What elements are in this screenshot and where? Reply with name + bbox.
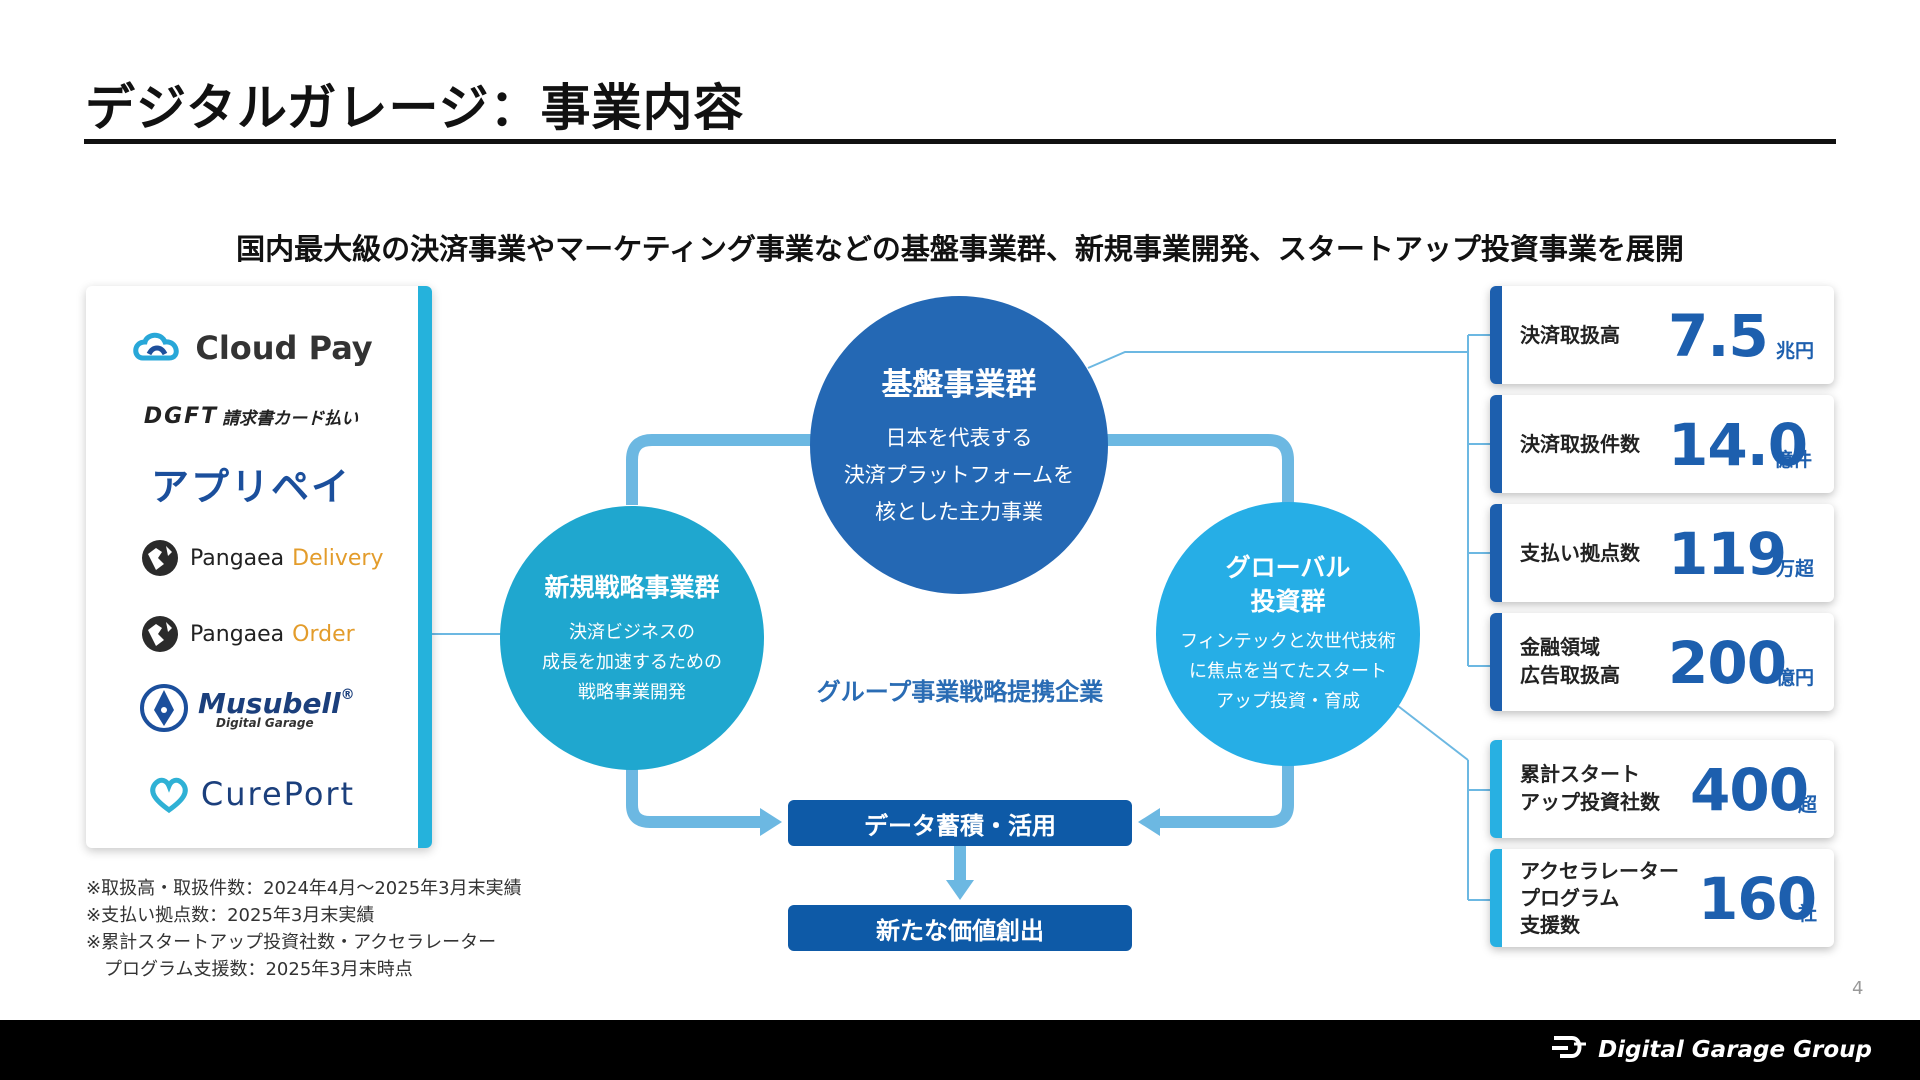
arrow-to-data-right (1138, 808, 1160, 836)
arrow-to-value (946, 880, 974, 900)
stat-label: 金融領域 (1520, 635, 1600, 659)
stat-card-accent (1490, 504, 1502, 602)
appripay-wordmark: アプリペイ (150, 465, 351, 509)
footer-logo: Digital Garage Group (1550, 1034, 1872, 1066)
brand-panel-stripe (418, 286, 432, 848)
stat-card-startup-investments: 累計スタート アップ投資社数 400 超 (1490, 740, 1834, 838)
stat-label: 決済取扱高 (1520, 323, 1620, 347)
stat-label: 決済取扱件数 (1520, 432, 1640, 456)
stat-unit: 億件 (1774, 449, 1813, 471)
stat-label: 支払い拠点数 (1520, 541, 1640, 565)
page-number: 4 (1852, 978, 1864, 999)
brand-dgft: DGFT 請求書カード払い (86, 404, 416, 429)
brand-cloudpay: Cloud Pay (86, 328, 416, 368)
stat-card-payment-locations: 支払い拠点数 119 万超 (1490, 504, 1834, 602)
new-strategy-line: 戦略事業開発 (578, 682, 686, 703)
digital-garage-mark-icon (1550, 1034, 1588, 1066)
arrow-to-data-left (760, 808, 782, 836)
stat-unit: 万超 (1776, 558, 1815, 580)
footnote-line: ※取扱高・取扱件数：2024年4月～2025年3月末実績 (86, 878, 522, 899)
global-investment-circle: グローバル 投資群 フィンテックと次世代技術 に焦点を当てたスタート アップ投資… (1156, 502, 1420, 766)
stat-label: プログラム (1520, 886, 1620, 910)
stat-card-accent (1490, 740, 1502, 838)
musubell-pen-icon (140, 682, 188, 734)
data-utilization-box: データ蓄積・活用 (788, 800, 1132, 846)
musubell-subtext: Digital Garage (216, 715, 314, 730)
stat-unit: 億円 (1776, 667, 1815, 689)
footnote-line: ※累計スタートアップ投資社数・アクセラレーター (86, 932, 497, 953)
value-creation-box: 新たな価値創出 (788, 905, 1132, 951)
page-subtitle: 国内最大級の決済事業やマーケティング事業などの基盤事業群、新規事業開発、スタート… (236, 232, 1684, 266)
global-investment-line: に焦点を当てたスタート (1189, 661, 1387, 682)
stat-value: 119 (1668, 520, 1787, 588)
stat-card-ad-volume: 金融領域 広告取扱高 200 億円 (1490, 613, 1834, 711)
stat-unit: 社 (1798, 903, 1818, 925)
musubell-wordmark: Musubell (198, 686, 341, 720)
new-strategy-title: 新規戦略事業群 (544, 573, 720, 602)
cloudpay-wordmark: Cloud Pay (195, 329, 373, 367)
core-business-line: 核とした主力事業 (875, 500, 1043, 524)
new-strategy-line: 成長を加速するための (542, 652, 722, 673)
brand-pangaea-order: Pangaea Order (140, 614, 470, 654)
core-business-line: 決済プラットフォームを (843, 463, 1075, 487)
footer-bar (0, 1020, 1920, 1080)
pangaea-delivery-wordmark: Pangaea (190, 545, 285, 571)
stat-card-accelerator-programs: アクセラレーター プログラム 支援数 160 社 (1490, 849, 1834, 947)
stat-label: 累計スタート (1520, 762, 1640, 786)
core-business-line: 日本を代表する (885, 426, 1033, 450)
stat-card-transaction-count: 決済取扱件数 14.0 億件 (1490, 395, 1834, 493)
cureport-wordmark: CurePort (200, 775, 356, 813)
partner-companies-label: グループ事業戦略提携企業 (816, 678, 1104, 706)
new-strategy-circle: 新規戦略事業群 決済ビジネスの 成長を加速するための 戦略事業開発 (500, 506, 764, 770)
dgft-wordmark: DGFT (143, 404, 219, 429)
musubell-registered: ® (340, 686, 355, 703)
footnotes: ※取扱高・取扱件数：2024年4月～2025年3月末実績 ※支払い拠点数：202… (86, 875, 522, 983)
stat-card-accent (1490, 395, 1502, 493)
stat-value: 160 (1698, 865, 1817, 933)
pangaea-globe-icon (140, 614, 180, 654)
global-investment-line: アップ投資・育成 (1216, 691, 1360, 712)
stat-label: 広告取扱高 (1520, 663, 1620, 687)
footnote-line: ※支払い拠点数：2025年3月末実績 (86, 905, 375, 926)
stat-card-accent (1490, 286, 1502, 384)
stat-card-accent (1490, 849, 1502, 947)
global-investment-title: グローバル (1225, 553, 1351, 582)
stat-label: アクセラレーター (1520, 859, 1679, 883)
pangaea-order-subtext: Order (292, 621, 355, 647)
stat-card-payment-volume: 決済取扱高 7.5 兆円 (1490, 286, 1834, 384)
stat-value: 200 (1668, 629, 1787, 697)
stat-value: 400 (1690, 756, 1809, 824)
brand-panel: Cloud Pay DGFT 請求書カード払い アプリペイ Pangaea De… (86, 286, 432, 848)
stat-value: 14.0 (1668, 411, 1808, 479)
stat-unit: 超 (1798, 794, 1818, 816)
global-investment-line: フィンテックと次世代技術 (1180, 631, 1396, 652)
cureport-heart-icon (147, 774, 191, 814)
global-investment-title: 投資群 (1250, 587, 1326, 616)
brand-musubell: Musubell® Digital Garage (140, 682, 470, 734)
stat-label: アップ投資社数 (1520, 790, 1660, 814)
stat-unit: 兆円 (1776, 340, 1815, 362)
brand-pangaea-delivery: Pangaea Delivery (140, 538, 470, 578)
brand-appripay: アプリペイ (86, 456, 416, 511)
cloudpay-logo-icon (129, 328, 185, 368)
stat-label: 支援数 (1520, 913, 1580, 937)
pangaea-delivery-subtext: Delivery (292, 545, 384, 571)
pangaea-globe-icon (140, 538, 180, 578)
new-strategy-line: 決済ビジネスの (569, 622, 695, 643)
dgft-subtext: 請求書カード払い (222, 409, 359, 429)
stat-card-accent (1490, 613, 1502, 711)
footnote-line: プログラム支援数：2025年3月末時点 (86, 959, 413, 980)
core-business-circle: 基盤事業群 日本を代表する 決済プラットフォームを 核とした主力事業 (810, 296, 1108, 594)
brand-cureport: CurePort (86, 774, 416, 814)
stat-value: 7.5 (1668, 302, 1769, 370)
footer-logo-text: Digital Garage Group (1598, 1037, 1872, 1063)
pangaea-order-wordmark: Pangaea (190, 621, 285, 647)
title-divider (84, 139, 1836, 144)
page-title: デジタルガレージ：事業内容 (85, 79, 745, 137)
core-business-title: 基盤事業群 (881, 367, 1037, 403)
